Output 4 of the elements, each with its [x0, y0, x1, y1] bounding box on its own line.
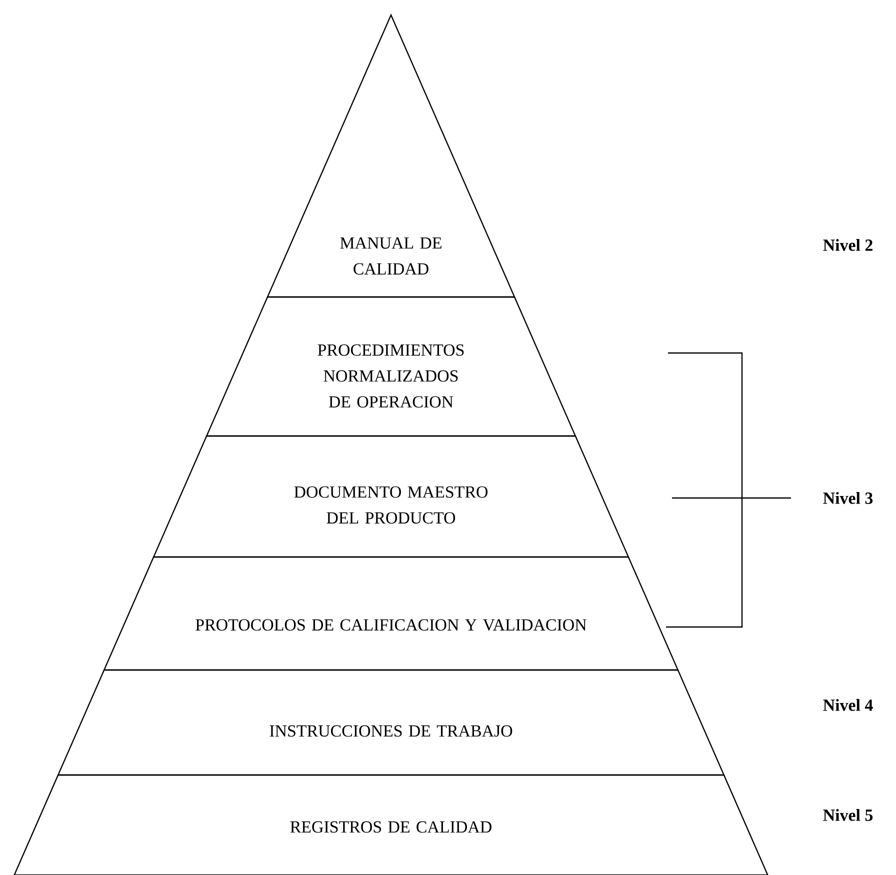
level-label: Nivel 2: [823, 239, 872, 251]
level-label: Nivel 5: [823, 809, 873, 821]
level-label: Nivel 3: [823, 492, 873, 504]
level-label: Nivel 4: [823, 699, 873, 711]
